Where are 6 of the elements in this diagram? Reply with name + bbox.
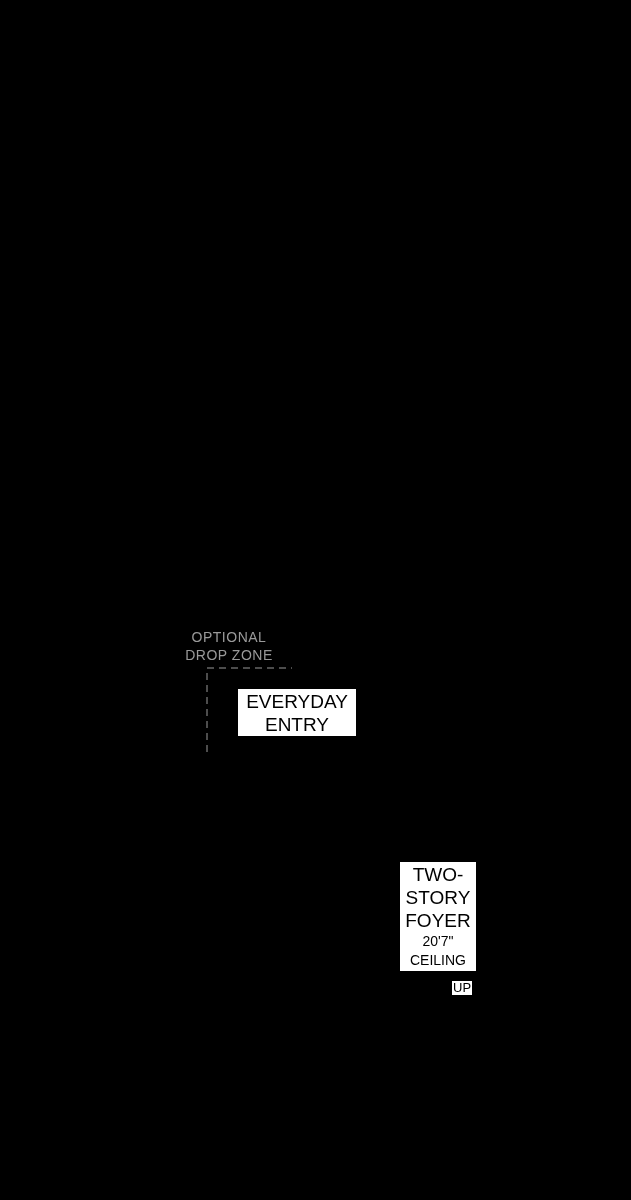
- zone-label: OPTIONAL DROP ZONE: [184, 628, 274, 664]
- room-name: TWO-STORY FOYER: [404, 863, 472, 932]
- ceiling-height: 20'7" CEILING: [409, 932, 467, 970]
- room-label-card: [400, 862, 476, 971]
- room-name: EVERYDAY ENTRY: [245, 689, 349, 736]
- stair-direction-label: UP: [452, 981, 473, 995]
